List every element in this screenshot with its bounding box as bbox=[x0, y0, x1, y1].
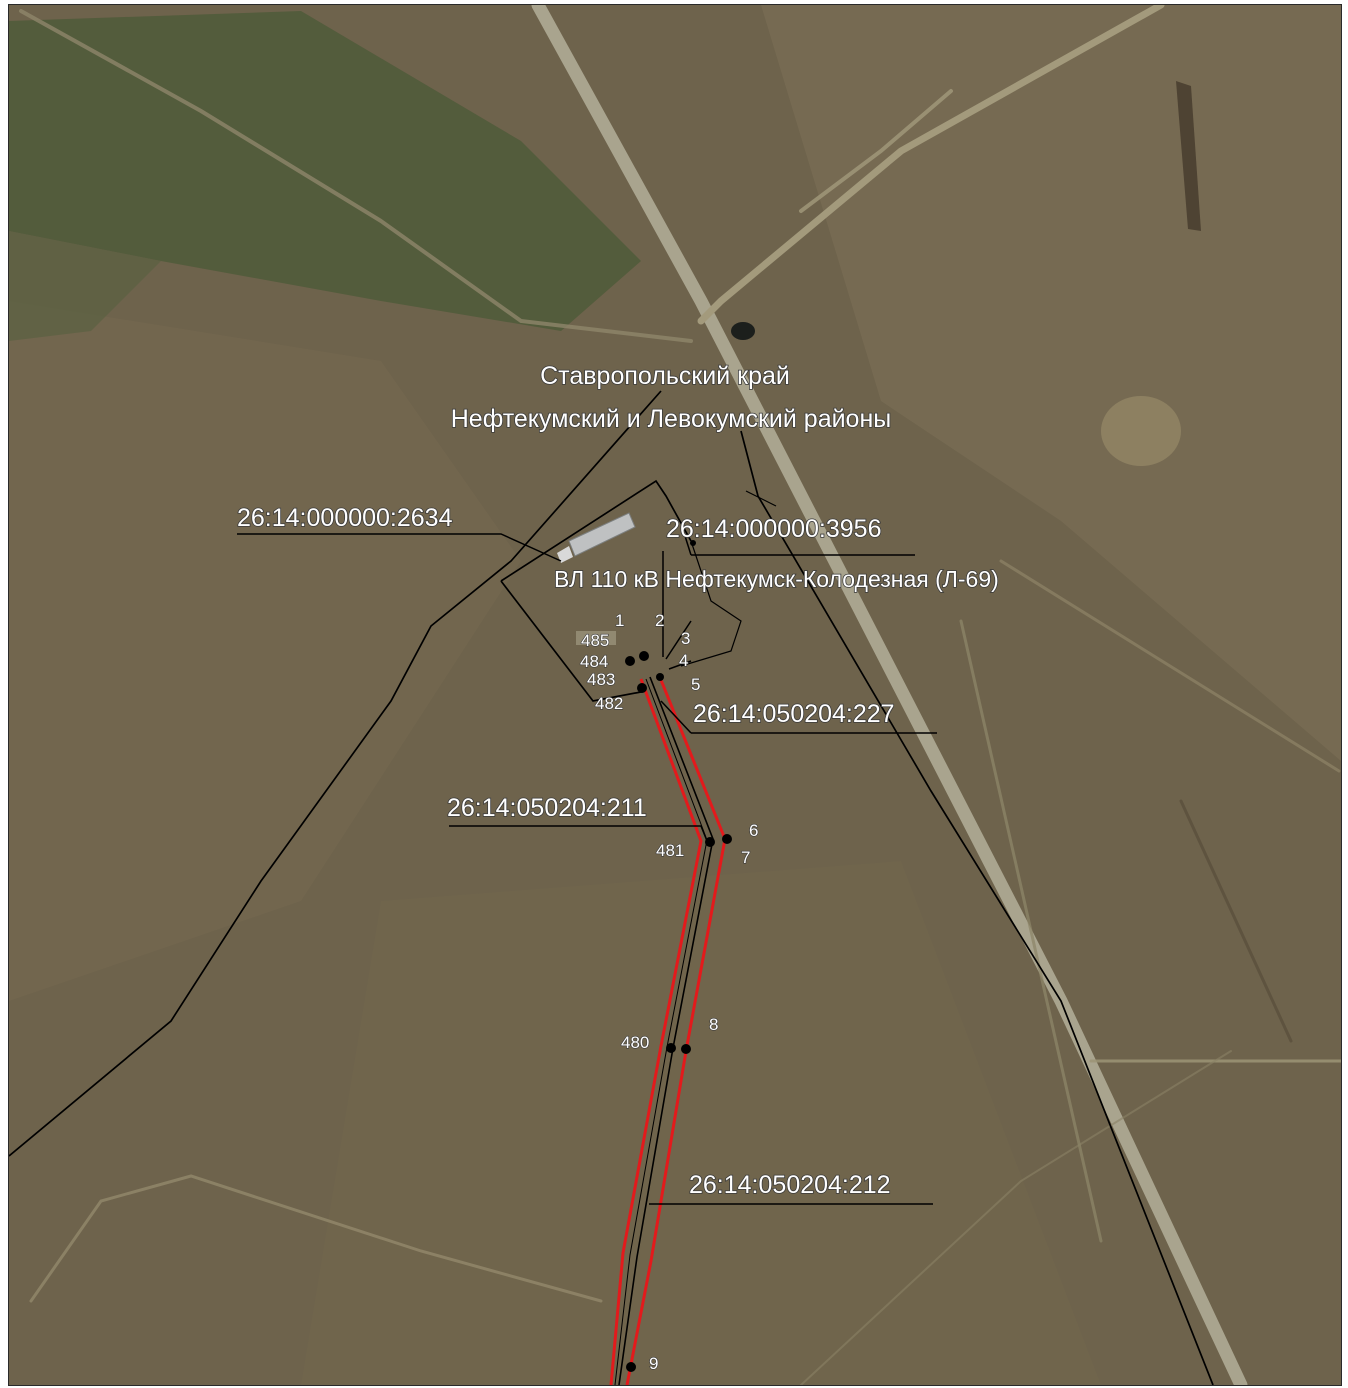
corridor-left-edge[interactable] bbox=[609, 678, 703, 1385]
parcel-2634-boundary[interactable] bbox=[500, 479, 692, 582]
point-label-485: 485 bbox=[581, 631, 609, 650]
point-label-482: 482 bbox=[595, 694, 623, 713]
label-leaders bbox=[237, 533, 937, 1205]
point-label-484: 484 bbox=[580, 652, 608, 671]
survey-points[interactable] bbox=[625, 540, 732, 1372]
parcel-label-211[interactable]: 26:14:050204:211 bbox=[446, 793, 647, 823]
map-frame[interactable]: Ставропольский край Нефтекумский и Левок… bbox=[8, 4, 1342, 1386]
point-label-483: 483 bbox=[587, 670, 615, 689]
satellite-map[interactable]: Ставропольский край Нефтекумский и Левок… bbox=[9, 5, 1341, 1385]
districts-name-label: Нефтекумский и Левокумский районы bbox=[451, 405, 892, 433]
parcel-label-227[interactable]: 26:14:050204:227 bbox=[692, 699, 895, 729]
parcel-label-212[interactable]: 26:14:050204:212 bbox=[688, 1170, 891, 1200]
parcel-label-2634[interactable]: 26:14:000000:2634 bbox=[236, 503, 453, 533]
point-label-7: 7 bbox=[741, 848, 750, 867]
point-label-6: 6 bbox=[749, 821, 758, 840]
cadastral-boundaries[interactable] bbox=[9, 390, 1214, 1385]
facility-buildings bbox=[557, 512, 636, 645]
district-boundary[interactable] bbox=[9, 390, 662, 1157]
point-label-8: 8 bbox=[709, 1015, 718, 1034]
point-label-2: 2 bbox=[655, 611, 664, 630]
road-parcel-boundary[interactable] bbox=[740, 430, 1214, 1385]
point-label-9: 9 bbox=[649, 1354, 658, 1373]
point-label-1: 1 bbox=[615, 611, 624, 630]
parcel-label-3956[interactable]: 26:14:000000:3956 bbox=[665, 514, 882, 544]
point-label-5: 5 bbox=[691, 675, 700, 694]
parcel-227-boundary[interactable] bbox=[500, 580, 647, 702]
terrain-layer bbox=[9, 5, 1341, 1385]
roads-layer bbox=[19, 5, 1341, 1385]
point-label-481: 481 bbox=[656, 841, 684, 860]
power-line-name-label[interactable]: ВЛ 110 кВ Нефтекумск-Колодезная (Л-69) bbox=[553, 565, 999, 593]
point-label-480: 480 bbox=[621, 1033, 649, 1052]
point-label-3: 3 bbox=[681, 629, 690, 648]
point-label-4: 4 bbox=[679, 651, 688, 670]
region-name-label: Ставропольский край bbox=[540, 362, 790, 390]
